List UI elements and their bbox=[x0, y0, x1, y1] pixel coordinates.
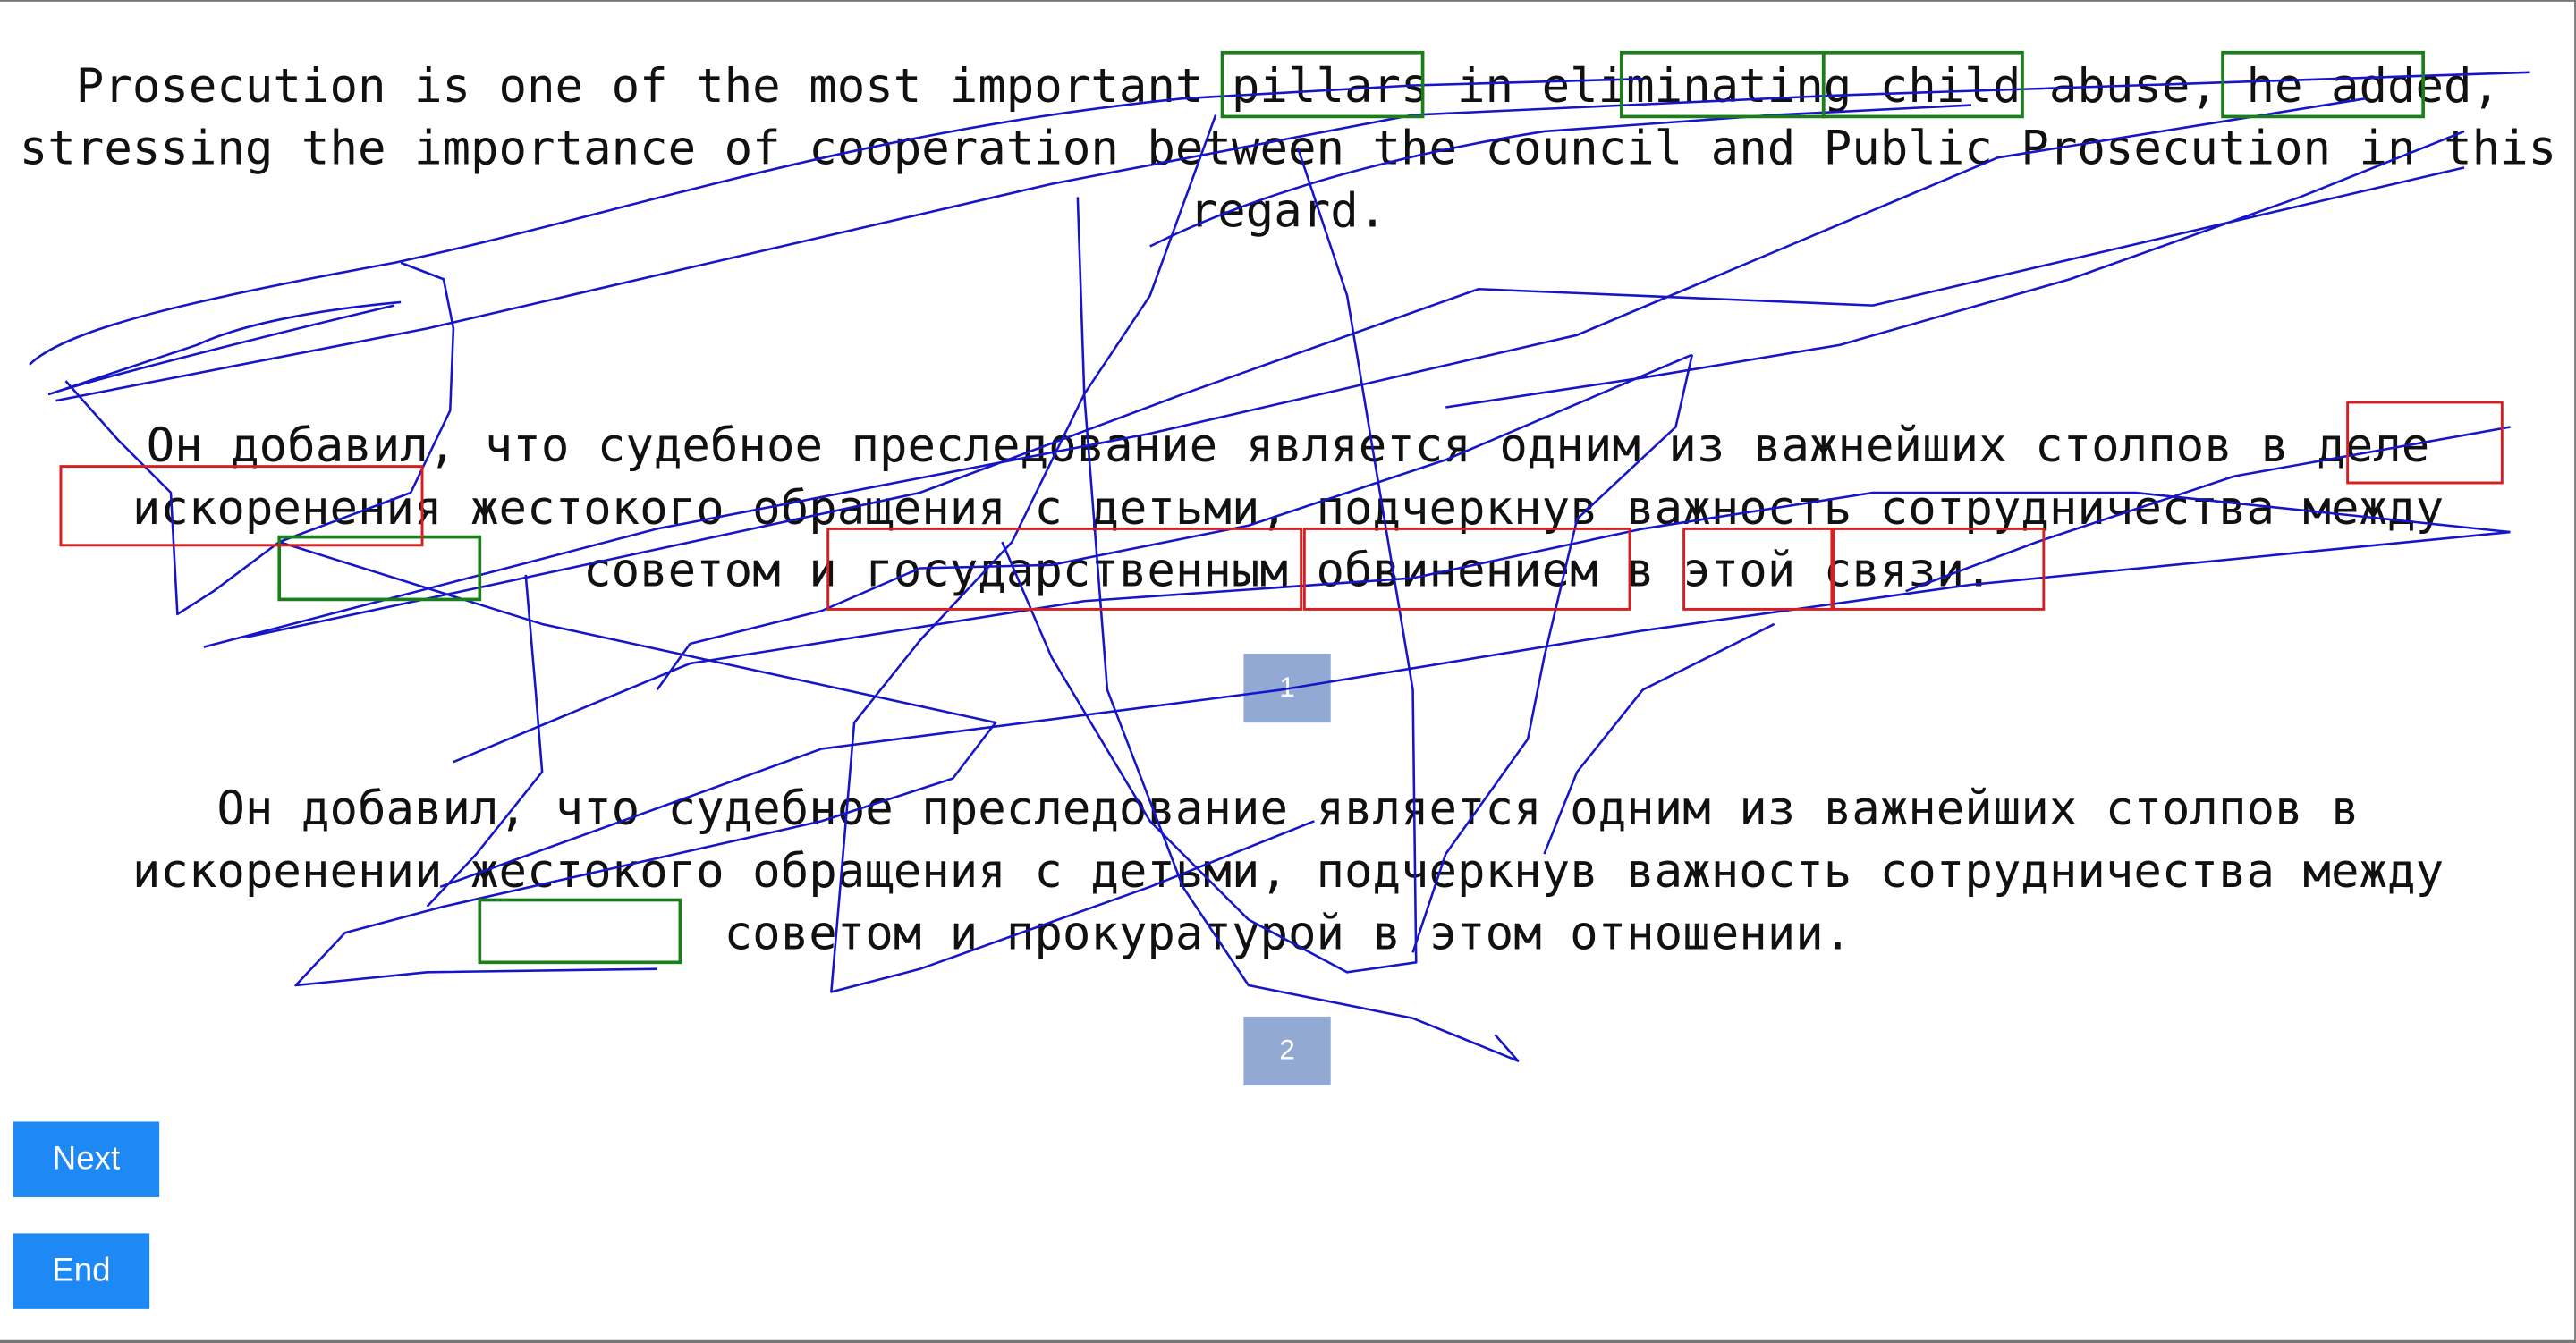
reference-sentence: Он добавил, что судебное преследование я… bbox=[131, 781, 2445, 961]
end-button[interactable]: End bbox=[13, 1233, 150, 1309]
translation-number-badge: 1 bbox=[1243, 654, 1331, 723]
next-button[interactable]: Next bbox=[13, 1121, 160, 1197]
translation-sentence: Он добавил, что судебное преследование я… bbox=[131, 418, 2445, 598]
reference-number-badge: 2 bbox=[1243, 1016, 1331, 1086]
bottom-border bbox=[0, 1339, 2576, 1343]
scribble-stroke bbox=[47, 300, 402, 396]
source-sentence: Prosecution is one of the most important… bbox=[19, 59, 2557, 239]
top-border bbox=[0, 0, 2576, 2]
right-border bbox=[2574, 0, 2576, 1343]
